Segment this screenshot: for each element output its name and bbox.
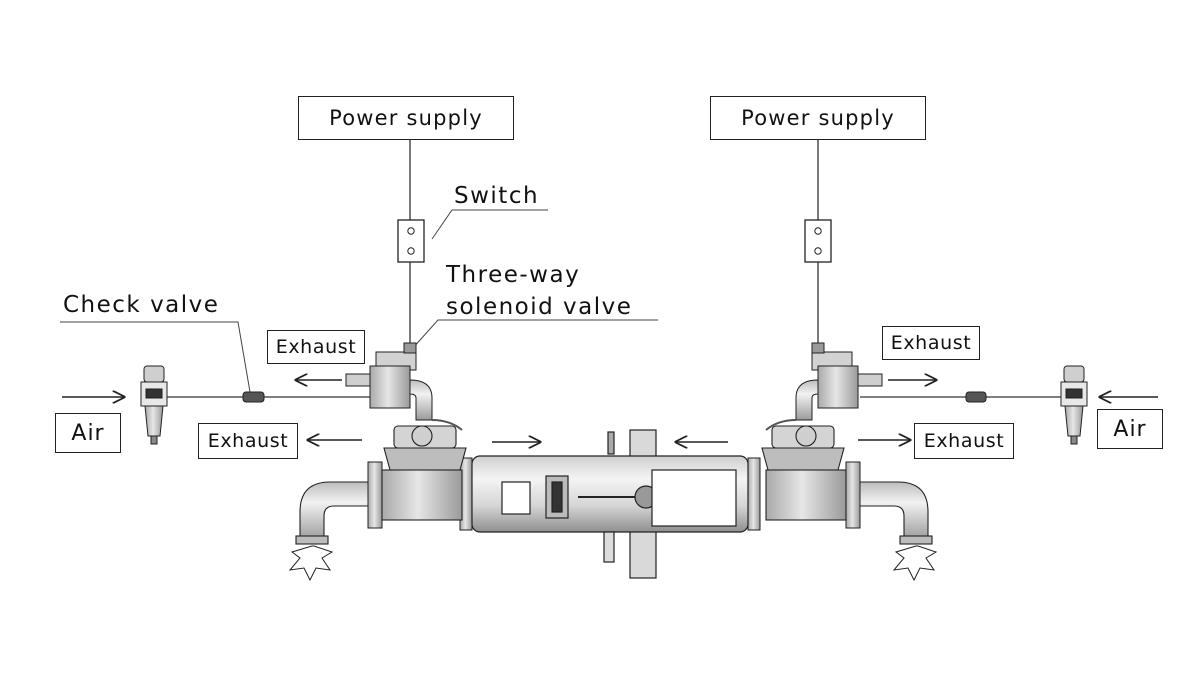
diaphragm-valve-icon <box>761 425 847 521</box>
exhaust-solenoid-left-box: Exhaust <box>267 330 365 364</box>
air-left-box: Air <box>55 413 121 453</box>
solenoid-valve-icon <box>795 342 883 421</box>
exhaust-valve-left-box: Exhaust <box>198 423 298 459</box>
check-valve-icon <box>242 391 265 403</box>
power-supply-right-label: Power supply <box>741 106 895 130</box>
switch-icon <box>804 219 832 263</box>
solenoid-valve-icon <box>345 342 433 421</box>
leader-check-valve <box>60 321 251 393</box>
power-supply-left-box: Power supply <box>298 96 514 140</box>
solenoid-label-line1: Three-way <box>446 262 581 288</box>
exhaust-solenoid-right-label: Exhaust <box>890 332 972 354</box>
elbow-pipe-left <box>295 481 371 545</box>
power-supply-left-label: Power supply <box>329 106 483 130</box>
wiring <box>165 139 1062 398</box>
filter-regulator-icon <box>1060 365 1088 445</box>
flow-arrows <box>62 380 1158 442</box>
exhaust-valve-left-label: Exhaust <box>207 430 289 452</box>
air-right-box: Air <box>1097 409 1163 449</box>
leader-lines <box>60 209 658 393</box>
exhaust-solenoid-right-box: Exhaust <box>882 326 980 360</box>
cylinder-icon <box>471 429 749 579</box>
air-right-label: Air <box>1113 416 1147 442</box>
nozzle-icon <box>288 545 334 582</box>
check-valve-label: Check valve <box>63 292 220 318</box>
leader-switch <box>431 209 548 240</box>
check-valve-icon <box>965 391 987 403</box>
pilot-tubes <box>431 419 797 431</box>
exhaust-valve-right-box: Exhaust <box>914 423 1014 459</box>
diaphragm-valve-icon <box>381 425 467 521</box>
switch-label: Switch <box>454 183 540 209</box>
switch-icon <box>397 219 425 263</box>
solenoid-label-line2: solenoid valve <box>446 294 633 320</box>
filter-regulator-icon <box>140 365 168 445</box>
leader-solenoid <box>411 319 658 350</box>
air-left-label: Air <box>71 420 105 446</box>
flanges <box>367 457 861 531</box>
exhaust-valve-right-label: Exhaust <box>923 430 1005 452</box>
power-supply-right-box: Power supply <box>710 96 926 140</box>
nozzle-icon <box>892 545 938 582</box>
elbow-pipe-right <box>857 481 933 545</box>
exhaust-solenoid-left-label: Exhaust <box>275 336 357 358</box>
